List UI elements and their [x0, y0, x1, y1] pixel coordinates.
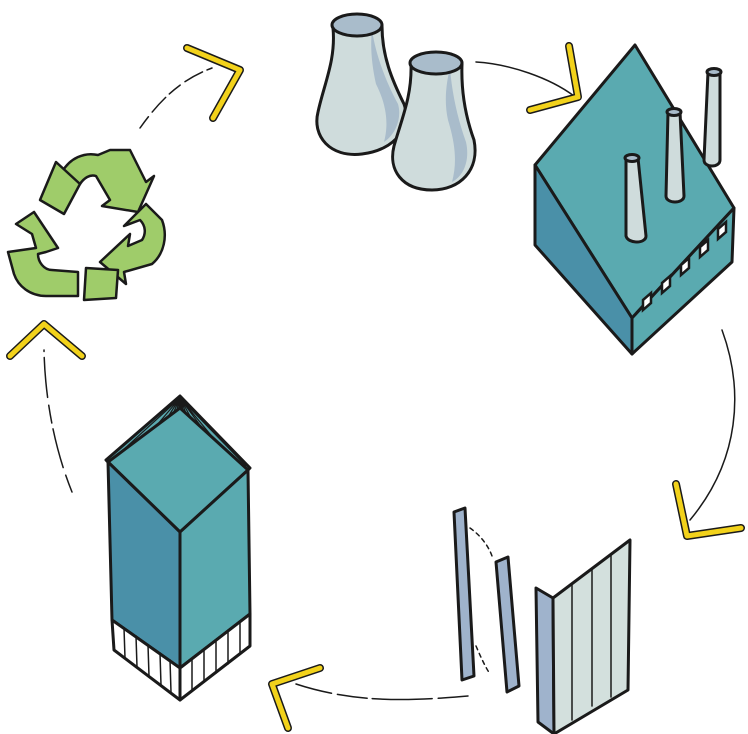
- factory-windows: [641, 219, 728, 313]
- arrow-icon: [184, 45, 243, 121]
- factory-icon: [533, 43, 736, 356]
- arrow-icon: [7, 321, 85, 359]
- arrow-icon: [673, 481, 744, 539]
- factory-chimneys: [623, 67, 723, 244]
- arrow-icon: [269, 665, 323, 731]
- recycle-symbol-icon: [6, 148, 166, 302]
- cycle-connectors: [43, 61, 736, 701]
- connector-towers-to-factory: [475, 61, 575, 97]
- connector-factory-to-panels: [689, 329, 736, 521]
- connector-panels-to-building: [295, 683, 469, 701]
- cycle-arrows: [6, 42, 745, 732]
- building-panels-icon: [452, 506, 632, 734]
- connector-building-to-recycle: [43, 349, 73, 493]
- cooling-towers-icon: [315, 12, 477, 192]
- connector-recycle-to-towers: [139, 67, 213, 129]
- building-block-icon: [104, 394, 252, 702]
- arrow-icon: [527, 43, 581, 113]
